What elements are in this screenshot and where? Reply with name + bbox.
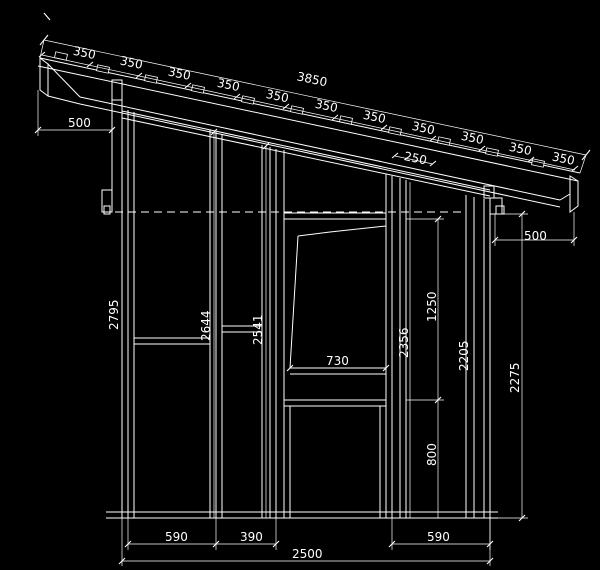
dim-spacing-4: 350 bbox=[216, 76, 241, 94]
dim-bottom-590-left: 590 bbox=[165, 530, 188, 544]
dim-height-stud-1: 2644 bbox=[199, 310, 213, 341]
dim-window-lower: 800 bbox=[425, 443, 439, 466]
dim-height-left: 2795 bbox=[107, 299, 121, 330]
dim-spacing-3: 350 bbox=[167, 64, 192, 82]
dim-height-stud-2: 2541 bbox=[251, 314, 265, 345]
dim-spacing-6: 350 bbox=[314, 97, 339, 115]
dim-bottom-390: 390 bbox=[240, 530, 263, 544]
dim-window-width: 730 bbox=[326, 354, 349, 368]
dim-spacing-5: 350 bbox=[265, 87, 290, 105]
dim-height-right-2: 2275 bbox=[508, 362, 522, 393]
dim-height-door: 2356 bbox=[397, 327, 411, 358]
dim-spacing-10: 350 bbox=[508, 140, 533, 158]
dimensions: 3850 350 350 350 350 350 350 350 350 350… bbox=[34, 12, 591, 566]
spacing-ticks bbox=[38, 51, 579, 172]
dim-spacing-2: 350 bbox=[119, 53, 144, 71]
dim-spacing-7: 350 bbox=[362, 108, 387, 126]
dim-height-right-1: 2205 bbox=[457, 340, 471, 371]
dim-spacing-9: 350 bbox=[460, 129, 485, 147]
dim-spacing-lower: 250 bbox=[403, 149, 428, 167]
dim-bottom-590-right: 590 bbox=[427, 530, 450, 544]
dim-slope-total: 3850 bbox=[296, 69, 329, 89]
dim-bottom-total: 2500 bbox=[292, 547, 323, 561]
dim-spacing-8: 350 bbox=[411, 119, 436, 137]
dim-spacing-11: 350 bbox=[551, 149, 576, 167]
dim-window-upper: 1250 bbox=[425, 291, 439, 322]
dim-overhang-left: 500 bbox=[68, 116, 91, 130]
dim-overhang-right: 500 bbox=[524, 229, 547, 243]
wall-frame bbox=[101, 79, 505, 519]
dim-spacing-1: 350 bbox=[72, 44, 97, 62]
